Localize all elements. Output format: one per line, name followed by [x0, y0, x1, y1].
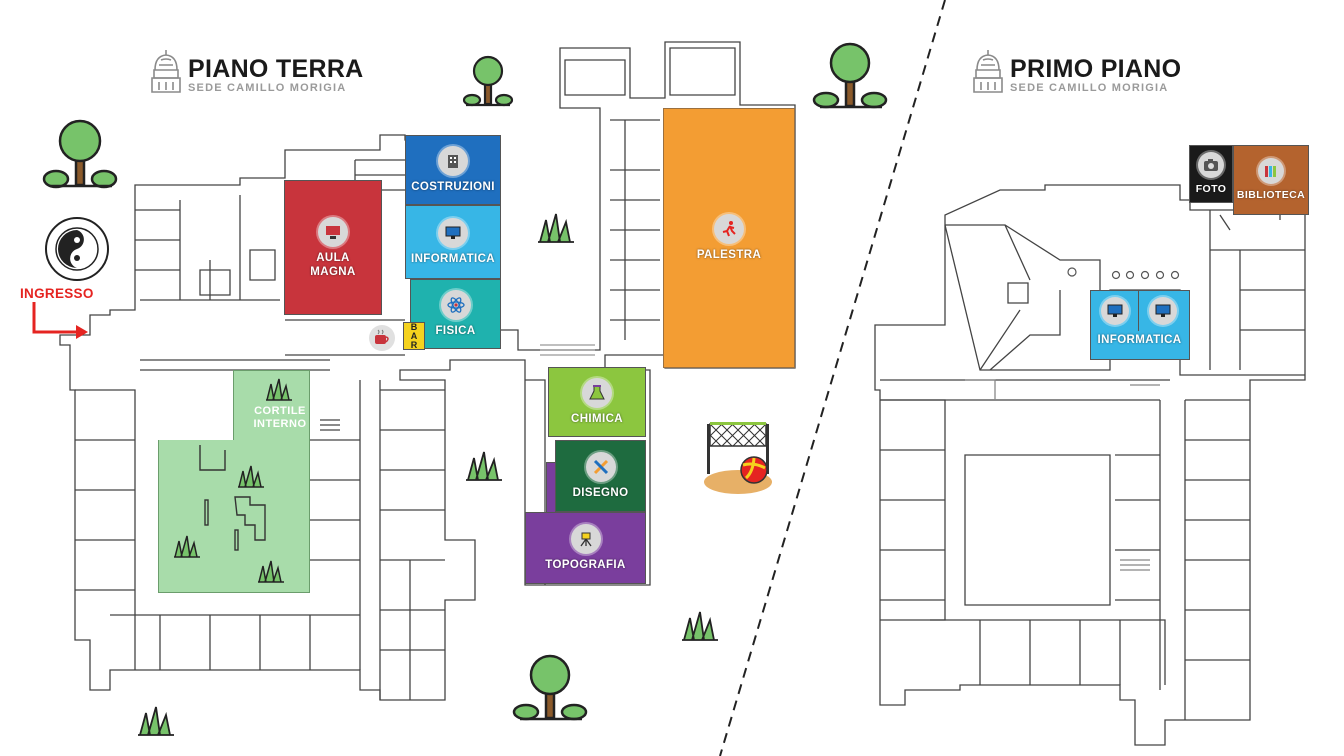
- room-label: BIBLIOTECA: [1236, 189, 1306, 201]
- room-bar[interactable]: BAR: [403, 322, 425, 350]
- tree-icon: [512, 654, 588, 721]
- room-label: DISEGNO: [572, 487, 629, 499]
- computer-icon: [1149, 297, 1177, 325]
- room-foto[interactable]: FOTO: [1189, 145, 1233, 203]
- tree-icon: [42, 119, 118, 189]
- theodolite-icon: [570, 524, 601, 554]
- volleyball-icon: [704, 422, 772, 494]
- room-label: CHIMICA: [571, 413, 623, 425]
- page-title: PIANO TERRA: [188, 55, 364, 83]
- room-disegno[interactable]: DISEGNO: [555, 440, 646, 512]
- room-costruzioni[interactable]: COSTRUZIONI: [405, 135, 501, 205]
- tree-icon: [812, 42, 888, 109]
- runner-icon: [714, 214, 744, 244]
- computer-icon: [438, 218, 468, 248]
- computer-icon: [1101, 297, 1129, 325]
- room-label: BAR: [410, 321, 418, 350]
- grass-icon: [174, 535, 200, 558]
- room-palestra[interactable]: PALESTRA: [663, 108, 795, 368]
- entrance-label: INGRESSO: [20, 286, 94, 301]
- grass-icon: [466, 451, 502, 481]
- room-label: TOPOGRAFIA: [545, 559, 626, 571]
- page-subtitle: SEDE CAMILLO MORIGIA: [188, 82, 347, 94]
- courtyard-label: CORTILE INTERNO: [253, 405, 307, 430]
- page-title: PRIMO PIANO: [1010, 55, 1182, 83]
- room-biblioteca[interactable]: BIBLIOTECA: [1233, 145, 1309, 215]
- coffee-icon: [369, 325, 395, 351]
- room-label: PALESTRA: [696, 249, 762, 261]
- room-label: FOTO: [1195, 183, 1227, 195]
- room-label: COSTRUZIONI: [411, 181, 495, 193]
- tree-icon: [462, 55, 514, 107]
- camera-icon: [1198, 152, 1224, 178]
- entrance-arrow-icon: [32, 302, 88, 339]
- grass-icon: [238, 465, 264, 488]
- room-label: INFORMATICA: [1097, 334, 1182, 346]
- atom-icon: [440, 290, 471, 320]
- room-label: AULA MAGNA: [310, 251, 356, 278]
- courtyard-area: [158, 370, 310, 593]
- room-aula-magna[interactable]: AULA MAGNA: [284, 180, 382, 315]
- grass-icon: [682, 611, 718, 641]
- building-icon: [438, 146, 468, 176]
- topografia-annex: [546, 462, 556, 514]
- room-topografia[interactable]: TOPOGRAFIA: [525, 512, 646, 584]
- pencil-ruler-icon: [585, 452, 616, 482]
- grass-icon: [138, 706, 174, 736]
- books-icon: [1258, 158, 1284, 184]
- room-informatica-first-floor[interactable]: INFORMATICA: [1090, 290, 1190, 360]
- room-fisica[interactable]: FISICA: [410, 279, 501, 349]
- dome-icon: [973, 50, 1003, 93]
- room-label: FISICA: [435, 325, 476, 337]
- page-subtitle: SEDE CAMILLO MORIGIA: [1010, 82, 1169, 94]
- grass-icon: [538, 213, 574, 243]
- room-label: INFORMATICA: [410, 253, 496, 265]
- grass-icon: [258, 560, 284, 583]
- projector-icon: [318, 216, 348, 247]
- room-divider: [1138, 291, 1139, 331]
- school-logo-icon: [45, 217, 109, 281]
- courtyard-features: [199, 445, 266, 551]
- dome-icon: [151, 50, 181, 93]
- room-chimica[interactable]: CHIMICA: [548, 367, 646, 437]
- flask-icon: [582, 378, 612, 408]
- room-informatica[interactable]: INFORMATICA: [405, 205, 501, 279]
- grass-icon: [266, 378, 292, 401]
